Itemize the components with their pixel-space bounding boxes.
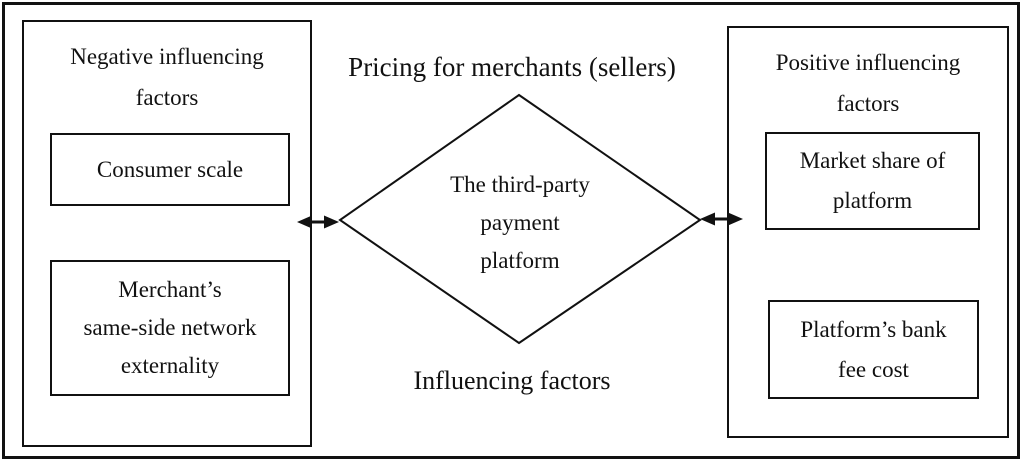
right-panel-title: Positive influencing factors — [775, 50, 961, 116]
diamond-label: The third-party payment platform — [450, 172, 590, 273]
consumer-scale-box: Consumer scale — [50, 133, 290, 206]
consumer-scale-label: Consumer scale — [96, 156, 244, 182]
bank-fee-cost-box: Platform’s bank fee cost — [768, 300, 979, 399]
left-panel-title: Negative influencing factors — [70, 44, 264, 110]
market-share-label: Market share of platform — [799, 148, 946, 213]
market-share-box: Market share of platform — [765, 132, 980, 230]
top-label: Pricing for merchants (sellers) — [348, 52, 676, 82]
bottom-label: Influencing factors — [413, 366, 611, 395]
merchant-externality-label: Merchant’s same-side network externality — [83, 277, 257, 378]
bank-fee-cost-label: Platform’s bank fee cost — [800, 316, 947, 382]
merchant-externality-box: Merchant’s same-side network externality — [50, 260, 290, 396]
